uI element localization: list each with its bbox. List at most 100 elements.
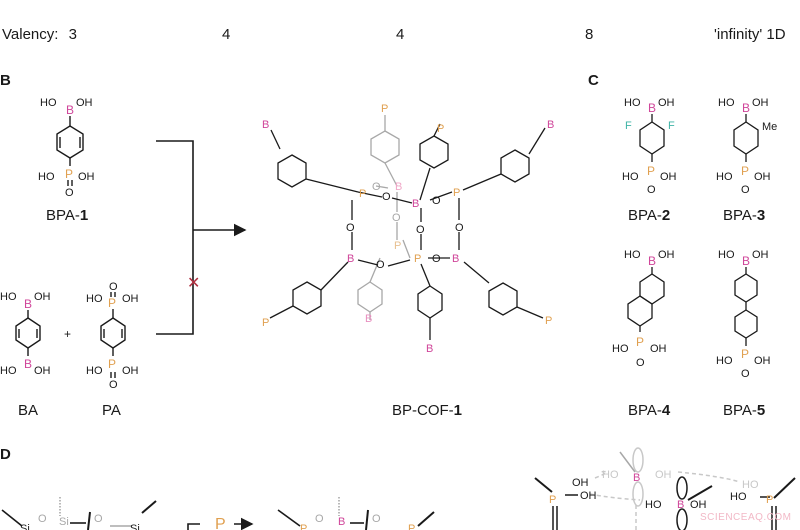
svg-text:HO: HO [612,343,629,355]
svg-text:O: O [741,184,750,196]
svg-text:OH: OH [754,171,771,183]
panel-b-label: B [0,72,11,89]
svg-text:Me: Me [762,121,777,133]
svg-text:HO: HO [716,171,733,183]
svg-text:O: O [94,513,103,525]
svg-text:O: O [636,357,645,369]
svg-text:HO: HO [622,171,639,183]
svg-text:HO: HO [624,97,641,109]
svg-text:B: B [66,103,74,117]
svg-text:P: P [636,335,644,349]
svg-text:Si: Si [130,523,140,530]
svg-text:O: O [109,379,118,391]
svg-text:HO: HO [718,249,735,261]
svg-text:B: B [452,253,459,265]
svg-text:P: P [394,240,401,252]
svg-text:P: P [381,103,388,115]
svg-text:P: P [741,347,749,361]
svg-text:O: O [315,513,324,525]
svg-text:O: O [65,187,74,199]
pa-structure: O HO P OH P HO OH O [86,281,139,391]
valency-value-4: 8 [585,26,594,43]
svg-text:OH: OH [572,477,589,489]
svg-text:O: O [455,222,464,234]
svg-text:O: O [416,224,425,236]
bpa-4-caption: BPA-4 [628,402,671,419]
bpa-5-caption: BPA-5 [723,402,765,419]
ba-structure: HO B OH B HO OH [0,291,51,377]
svg-text:O: O [741,368,750,380]
svg-text:OH: OH [650,343,667,355]
svg-text:P: P [549,494,556,506]
svg-text:HO: HO [0,291,17,303]
svg-text:Si: Si [59,516,69,528]
svg-text:P: P [437,123,444,135]
panel-d-siloxane [1,497,157,530]
svg-text:OH: OH [752,249,769,261]
svg-text:OH: OH [658,249,675,261]
panel-d-reaction-arrow [187,517,254,530]
reaction-bracket [156,140,247,335]
svg-text:P: P [65,167,73,181]
valency-value-5: 'infinity' 1D [714,26,786,43]
svg-text:Si: Si [20,523,30,530]
bp-cof-1-caption: BP-COF-1 [392,402,462,419]
svg-text:B: B [742,101,750,115]
svg-text:B: B [24,357,32,371]
blocked-cross-icon: ✕ [187,275,200,292]
svg-text:HO: HO [86,365,103,377]
panel-d-hbond-network [534,447,796,530]
svg-text:P: P [647,164,655,178]
svg-text:HO: HO [718,97,735,109]
svg-text:F: F [625,120,632,132]
panel-d-reagent-p: P [215,516,226,530]
svg-text:HO: HO [38,171,55,183]
svg-text:O: O [346,222,355,234]
ba-caption: BA [18,402,38,419]
valency-value-1: 3 [68,26,77,43]
svg-text:P: P [453,187,460,199]
svg-text:B: B [412,198,419,210]
plus-sign: + [64,327,71,341]
svg-text:O: O [372,513,381,525]
svg-text:B: B [262,119,269,131]
bpa-4-structure: HO B OH P HO OH O [612,249,675,369]
panel-d-siloxane-labels: Si O Si O Si [20,513,140,530]
bpa-3-caption: BPA-3 [723,207,765,224]
svg-text:B: B [395,181,402,193]
svg-text:OH: OH [122,293,139,305]
svg-text:OH: OH [690,499,707,511]
svg-text:O: O [432,253,441,265]
svg-text:HO: HO [716,355,733,367]
svg-text:B: B [365,313,372,325]
svg-text:OH: OH [752,97,769,109]
svg-text:OH: OH [34,291,51,303]
svg-text:B: B [338,516,345,528]
panel-d-hbond-labels: P OH OH HO B OH HO B OH HO HO P [549,469,773,511]
svg-text:O: O [392,212,401,224]
bpa-1-caption: BPA-1 [46,207,88,224]
svg-text:B: B [677,499,684,511]
svg-text:P: P [741,164,749,178]
svg-text:B: B [648,254,656,268]
svg-text:P: P [359,188,366,200]
svg-text:O: O [109,281,118,293]
svg-text:O: O [372,181,381,193]
svg-text:B: B [426,343,433,355]
valency-label-text: Valency: [2,26,59,43]
svg-text:OH: OH [660,171,677,183]
bpa-1-structure: HO B OH P HO OH O [38,97,95,199]
cage-atom-labels: B P P B B P O B O P O O O O O P B O P O … [262,103,554,355]
svg-text:P: P [300,523,307,530]
svg-text:OH: OH [655,469,672,481]
panel-d-label: D [0,446,11,463]
svg-text:O: O [647,184,656,196]
panel-c-label: C [588,72,599,89]
svg-text:B: B [347,253,354,265]
svg-text:OH: OH [580,490,597,502]
svg-text:O: O [376,259,385,271]
pa-caption: PA [102,402,121,419]
svg-text:P: P [108,357,116,371]
svg-text:B: B [547,119,554,131]
svg-text:O: O [382,191,391,203]
